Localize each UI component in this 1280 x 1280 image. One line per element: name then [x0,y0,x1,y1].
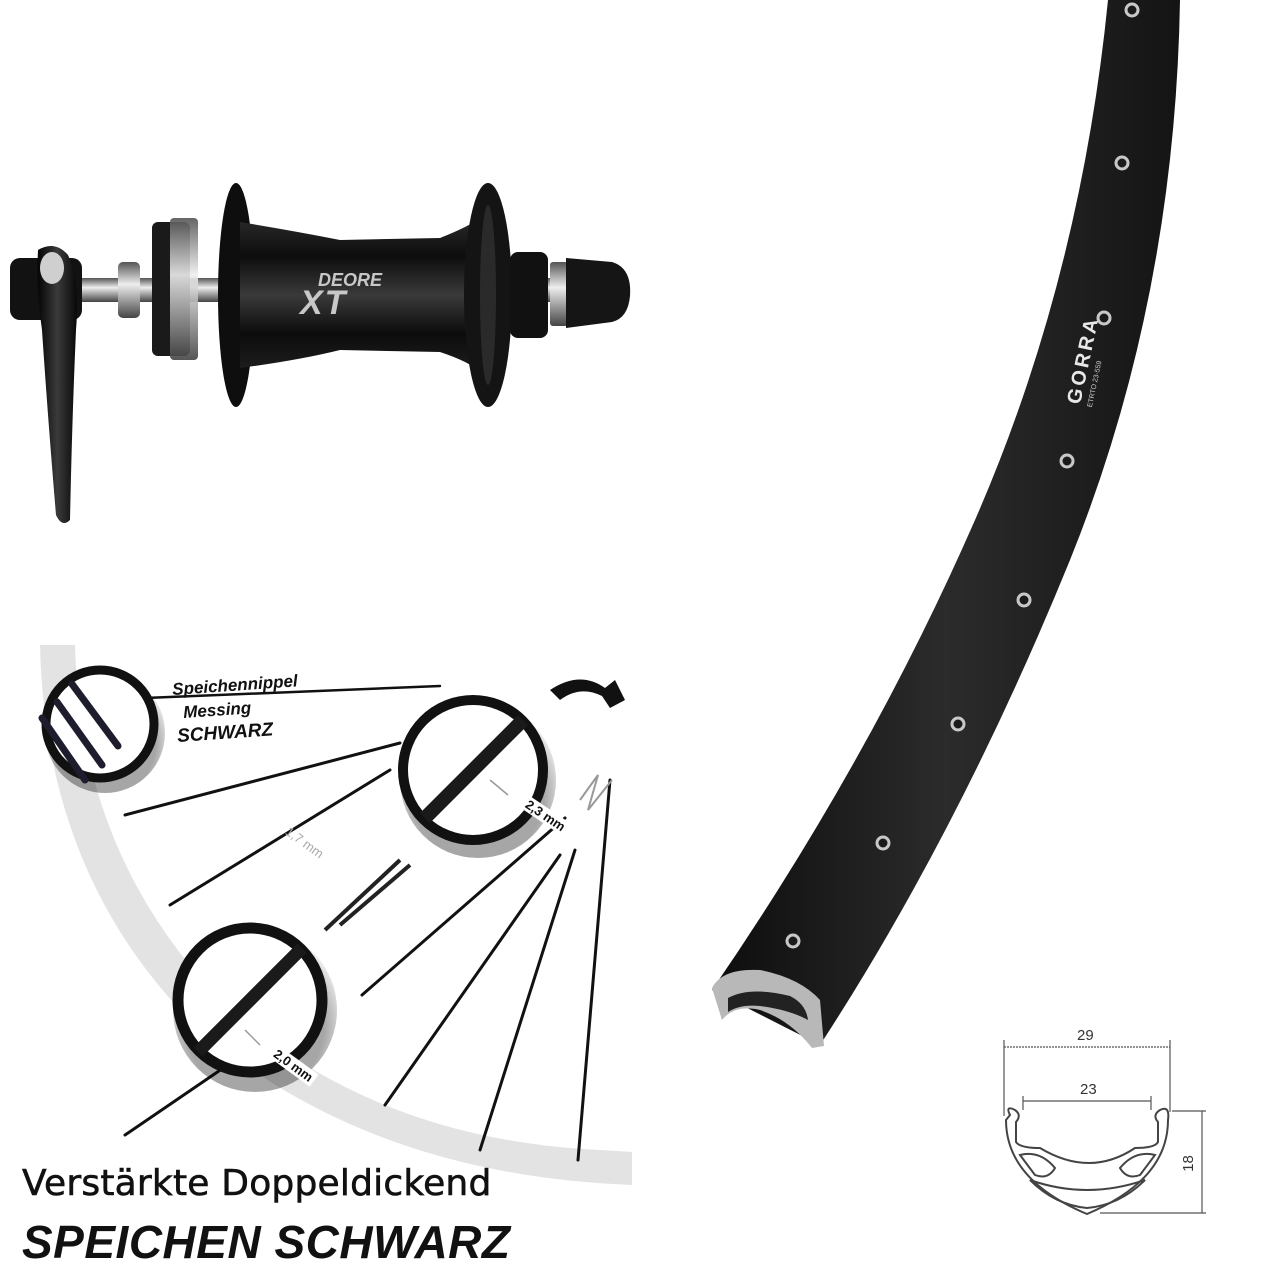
spoke-magnifier-bottom [172,922,337,1092]
valve-icon [550,679,625,708]
rim-eyelets [785,2,1140,949]
rim-profile-height: 18 [1179,1155,1197,1172]
rim-profile-shape [1004,1107,1170,1216]
qr-lever [37,246,77,524]
hub-shell [240,218,480,372]
centerlock-splines [170,218,198,360]
nipple-magnifier [38,665,165,793]
rim-body [712,0,1180,1045]
diagram-spoke-closeup [323,858,412,932]
rim-profile-cut [712,969,824,1048]
spoke-magnifier-top [398,695,556,858]
diagram-spokes [123,684,612,1162]
rim-image: GORRA ETRTO 23-559 [712,0,1180,1048]
rim-profile-inner-width: 23 [1080,1081,1097,1098]
spoke-diagram [38,645,632,1185]
rim-profile-outer-width: 29 [1077,1027,1094,1044]
nipple-icons [38,680,122,784]
hub-endcap-right [510,252,548,338]
qr-lever-highlight [40,252,64,284]
caption-line-1: Verstärkte Doppeldickend [22,1163,492,1205]
hub-logo-xt: XT [298,284,349,322]
hub-locknut [118,262,140,318]
caption-line-2: SPEICHEN SCHWARZ [22,1216,511,1268]
hub-logo-deore: DEORE [318,270,383,290]
diagram-zigzag [579,774,613,811]
hub-image: DEORE XT [10,183,631,524]
qr-nut-right [566,258,631,328]
